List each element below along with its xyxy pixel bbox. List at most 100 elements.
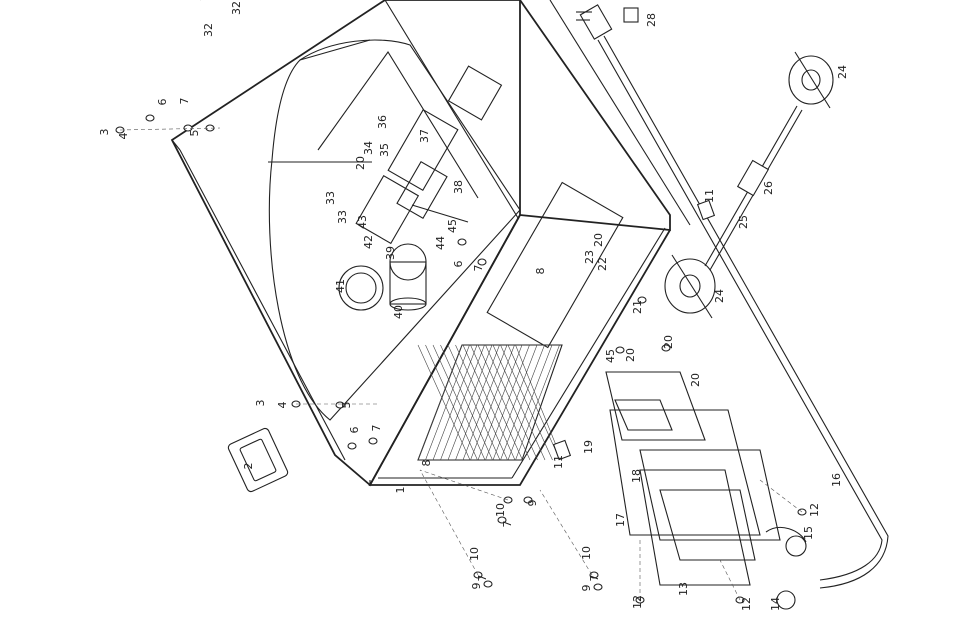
- callout-c22: 22: [596, 257, 609, 271]
- fastener: [523, 496, 533, 504]
- leader-line: [759, 479, 803, 513]
- callout-c36: 36: [376, 115, 389, 129]
- callout-c4b: 4: [276, 402, 289, 409]
- fastener: [335, 401, 345, 409]
- callout-c7f: 7: [588, 575, 601, 582]
- fan-upper: [788, 51, 834, 109]
- callout-c7e: 7: [476, 575, 489, 582]
- callout-c23: 23: [583, 250, 596, 264]
- fastener: [589, 571, 599, 579]
- callout-c12b: 12: [631, 595, 644, 609]
- leader-line: [539, 489, 593, 576]
- callout-c26: 26: [762, 181, 775, 195]
- callout-c20d: 20: [662, 335, 675, 349]
- callout-c32b: 32: [230, 1, 243, 15]
- fastener: [457, 238, 467, 246]
- callout-c6c: 6: [452, 261, 465, 268]
- fastener: [145, 114, 155, 122]
- callout-c10b: 10: [468, 547, 481, 561]
- leader-line: [419, 469, 479, 576]
- fastener: [593, 583, 603, 591]
- callout-c20b: 20: [592, 233, 605, 247]
- callout-c2: 2: [242, 463, 255, 470]
- callout-c21: 21: [631, 300, 644, 314]
- callout-c35: 35: [378, 143, 391, 157]
- callout-c32a: 32: [202, 23, 215, 37]
- internal-components: [338, 108, 469, 311]
- leader-line: [419, 469, 509, 501]
- rear-panel-assembly: [605, 371, 781, 586]
- callout-c7c: 7: [472, 265, 485, 272]
- fasteners: [115, 114, 807, 604]
- fastener: [483, 580, 493, 588]
- callout-c11a: 11: [703, 189, 716, 203]
- callout-c17: 17: [614, 513, 627, 527]
- callout-c3b: 3: [254, 400, 267, 407]
- leader-lines: [119, 127, 803, 601]
- callout-c40: 40: [392, 305, 405, 319]
- fastener: [615, 346, 625, 354]
- small-parts: [552, 199, 807, 610]
- callout-c43: 43: [356, 215, 369, 229]
- callout-c24a: 24: [836, 65, 849, 79]
- mesh-grille: [417, 344, 563, 461]
- callout-c8a: 8: [420, 460, 433, 467]
- callout-c5b: 5: [340, 402, 353, 409]
- fan-lower: [664, 254, 716, 319]
- callout-c13: 13: [677, 582, 690, 596]
- callout-c38: 38: [452, 180, 465, 194]
- callout-c18: 18: [630, 469, 643, 483]
- callout-c11b: 11: [552, 455, 565, 469]
- callout-c12c: 12: [740, 597, 753, 611]
- callout-c7b: 7: [370, 425, 383, 432]
- callout-c7d: 7: [501, 521, 514, 528]
- callout-c12a: 12: [808, 503, 821, 517]
- callout-c16: 16: [830, 473, 843, 487]
- fastener: [497, 516, 507, 524]
- callout-c20e: 20: [689, 373, 702, 387]
- callout-c41: 41: [334, 279, 347, 293]
- callout-c37: 37: [418, 129, 431, 143]
- handle: [227, 427, 289, 493]
- callout-c20c: 20: [624, 348, 637, 362]
- callout-c24b: 24: [713, 289, 726, 303]
- cable-assembly: [576, 4, 889, 589]
- callout-c15: 15: [802, 526, 815, 540]
- callout-c9c: 9: [580, 585, 593, 592]
- fastener: [347, 442, 357, 450]
- callout-c19: 19: [582, 440, 595, 454]
- callout-c4a: 4: [117, 133, 130, 140]
- callout-c33a: 33: [324, 191, 337, 205]
- callout-c6a: 6: [156, 99, 169, 106]
- callout-c45b: 45: [604, 349, 617, 363]
- fastener: [661, 344, 671, 352]
- callout-c33b: 33: [336, 210, 349, 224]
- callout-c45a: 45: [446, 219, 459, 233]
- callout-c42: 42: [362, 235, 375, 249]
- callout-c39: 39: [384, 246, 397, 260]
- callout-c7a: 7: [178, 98, 191, 105]
- callout-c25: 25: [737, 215, 750, 229]
- callout-c3a: 3: [98, 129, 111, 136]
- callout-c14: 14: [769, 597, 782, 611]
- fastener: [183, 124, 193, 132]
- callout-c34: 34: [362, 141, 375, 155]
- callout-c10c: 10: [580, 546, 593, 560]
- callout-c44: 44: [434, 236, 447, 250]
- callout-c5a: 5: [188, 130, 201, 137]
- leader-line: [119, 127, 221, 131]
- leader-line: [719, 559, 741, 601]
- fastener: [477, 258, 487, 266]
- fastener: [368, 437, 378, 445]
- callout-c10a: 10: [494, 503, 507, 517]
- callout-c6b: 6: [348, 427, 361, 434]
- callout-c28: 28: [645, 13, 658, 27]
- fastener: [637, 296, 647, 304]
- callout-c9a: 9: [526, 500, 539, 507]
- enclosure-body: [368, 0, 691, 486]
- callout-c8b: 8: [534, 268, 547, 275]
- callout-c20a: 20: [354, 156, 367, 170]
